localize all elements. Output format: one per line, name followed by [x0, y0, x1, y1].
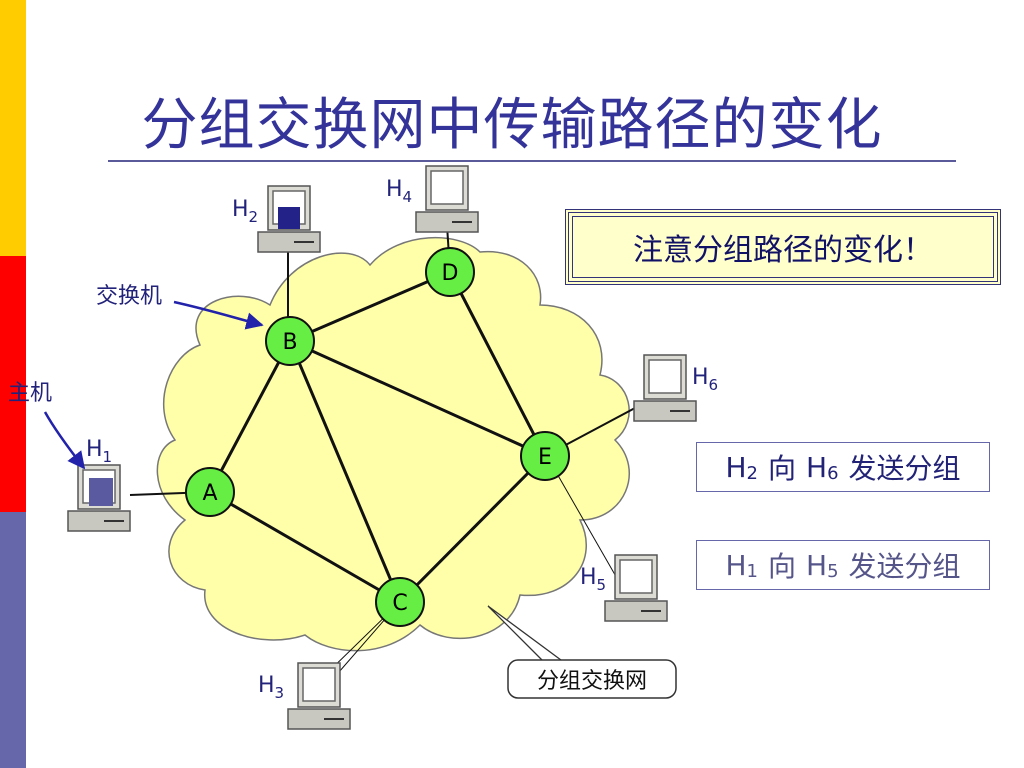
host-label-h4: H4: [386, 177, 412, 206]
legend-src: H: [725, 548, 747, 582]
network-label: 分组交换网: [537, 669, 647, 694]
host-label-h3: H3: [258, 673, 284, 702]
legend-src-sub: 2: [746, 462, 758, 484]
computer-icon: [633, 354, 697, 422]
note-box: 注意分组路径的变化！: [565, 209, 1001, 285]
switch-node-label: D: [442, 261, 459, 286]
legend-action: 发送分组: [848, 452, 961, 485]
switch-node-label: E: [538, 445, 552, 470]
legend-src: H: [725, 450, 747, 484]
computer-icon: [415, 165, 479, 233]
host-label-h1: H1: [86, 437, 112, 466]
sidebar-stripe-blue: [0, 512, 26, 768]
computer-screen-filled: [278, 207, 300, 229]
computer-screen-filled: [89, 478, 113, 506]
page-title: 分组交换网中传输路径的变化: [141, 93, 883, 158]
host-pointer-arrow: [43, 411, 86, 470]
title-divider: [108, 160, 956, 162]
switch-callout-label: 交换机: [96, 284, 162, 309]
switch-node-b: B: [265, 316, 315, 366]
network-label-box: [507, 659, 677, 699]
switch-node-label: C: [392, 591, 407, 616]
switch-node-label: B: [282, 330, 297, 355]
switch-node-label: A: [202, 481, 217, 506]
host-label-h5: H5: [580, 565, 606, 594]
sidebar-stripe-yellow: [0, 0, 26, 256]
host-callout-label: 主机: [8, 381, 52, 406]
legend-dst: H: [806, 548, 828, 582]
computer-icon: [287, 662, 351, 730]
legend-src-sub: 1: [746, 560, 758, 582]
sidebar-stripe-red: [0, 256, 26, 512]
legend-dir: 向: [767, 452, 796, 485]
note-text: 注意分组路径的变化！: [572, 216, 994, 278]
network-label-pointer: [487, 605, 566, 664]
switch-node-d: D: [425, 247, 475, 297]
switch-pointer-arrow: [173, 300, 264, 330]
switch-node-c: C: [375, 577, 425, 627]
legend-dir: 向: [767, 550, 796, 583]
computer-icon: [604, 554, 668, 622]
switch-node-e: E: [520, 431, 570, 481]
legend-dst-sub: 6: [827, 462, 839, 484]
switch-node-a: A: [185, 467, 235, 517]
legend-dst-sub: 5: [827, 560, 839, 582]
legend-dst: H: [806, 450, 828, 484]
legend-action: 发送分组: [848, 550, 961, 583]
host-label-h2: H2: [232, 197, 258, 226]
host-label-h6: H6: [692, 365, 718, 394]
